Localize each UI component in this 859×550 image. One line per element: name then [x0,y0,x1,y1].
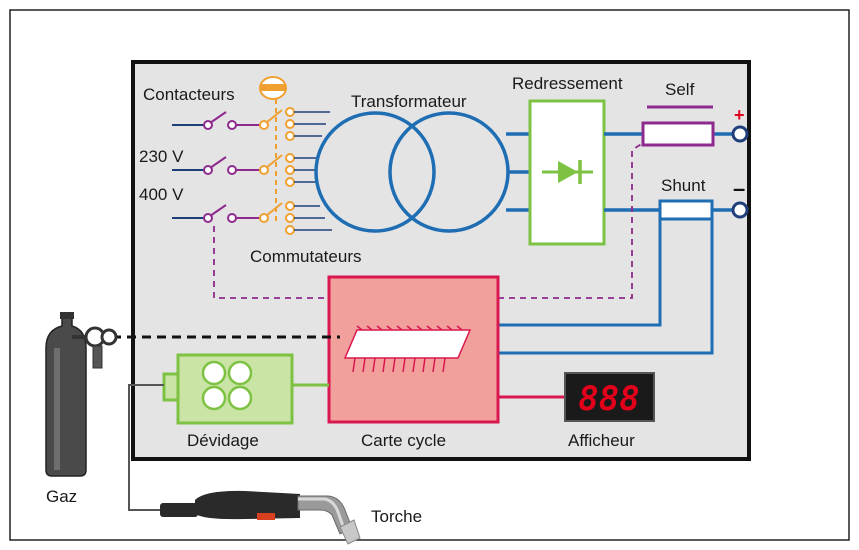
label-self: Self [665,80,695,99]
label-shunt: Shunt [661,176,706,195]
label-devidage: Dévidage [187,431,259,450]
label-230v: 230 V [139,147,184,166]
label-transformateur: Transformateur [351,92,467,111]
label-400v: 400 V [139,185,184,204]
diode-icon [542,160,593,184]
label-gaz: Gaz [46,487,77,506]
label-torche: Torche [371,507,422,526]
label-contacteurs: Contacteurs [143,85,235,104]
selector-knob-icon [259,76,287,100]
negative-sign: – [733,176,745,201]
input-lines [172,124,204,219]
label-redressement: Redressement [512,74,623,93]
rectifier-block [528,99,606,246]
wire-feed-rollers-icon [201,360,253,411]
positive-terminal [731,125,749,143]
feedback-lines [498,219,714,355]
contactor-switches [203,111,260,223]
primary-tap-wires [294,111,332,231]
positive-sign: + [734,105,745,125]
label-afficheur: Afficheur [568,431,635,450]
commutator-switches [259,90,295,235]
label-carte-cycle: Carte cycle [361,431,446,450]
microchip-icon [343,325,472,373]
welding-torch-icon [160,490,361,545]
torch-cable [128,384,165,511]
secondary-wires [506,132,530,212]
shunt [658,199,714,221]
label-commutateurs: Commutateurs [250,247,361,266]
negative-terminal [731,201,749,219]
display-digits: 888 [578,379,639,419]
wire-feeder [162,353,294,425]
control-dashed-line [213,142,644,299]
gas-bottle-icon [45,312,118,477]
self-inductor [641,105,715,147]
display-unit: 888 [564,372,655,422]
